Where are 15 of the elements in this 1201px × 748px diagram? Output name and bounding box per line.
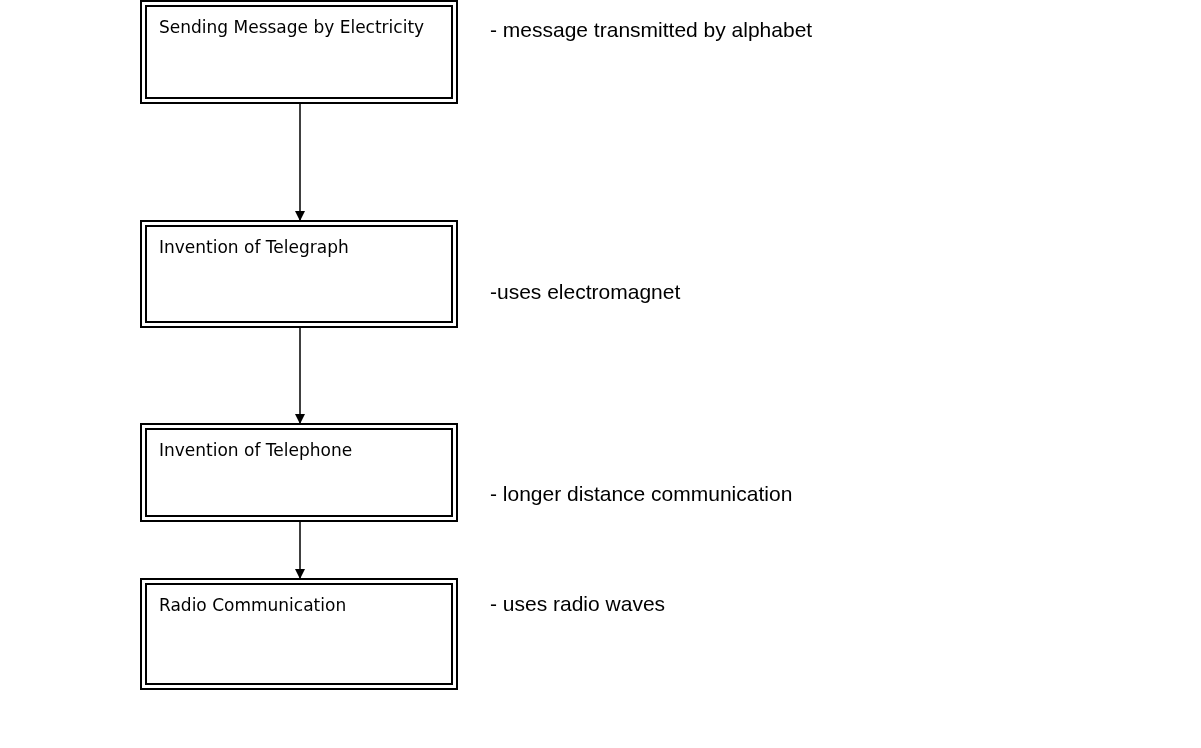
- arrow: [295, 103, 305, 221]
- process-box: [140, 578, 458, 690]
- arrow: [295, 521, 305, 579]
- process-box: [140, 423, 458, 522]
- process-box: [140, 0, 458, 104]
- box-label: Invention of Telegraph: [159, 237, 349, 257]
- box-label: Sending Message by Electricity: [159, 17, 425, 37]
- process-box: [140, 220, 458, 328]
- side-note: - uses radio waves: [490, 592, 666, 616]
- box-label: Invention of Telephone: [159, 440, 353, 460]
- side-note: - longer distance communication: [490, 482, 793, 506]
- arrow: [295, 327, 305, 424]
- box-label: Radio Communication: [159, 595, 347, 615]
- side-note: -uses electromagnet: [490, 280, 681, 304]
- side-note: - message transmitted by alphabet: [490, 18, 813, 42]
